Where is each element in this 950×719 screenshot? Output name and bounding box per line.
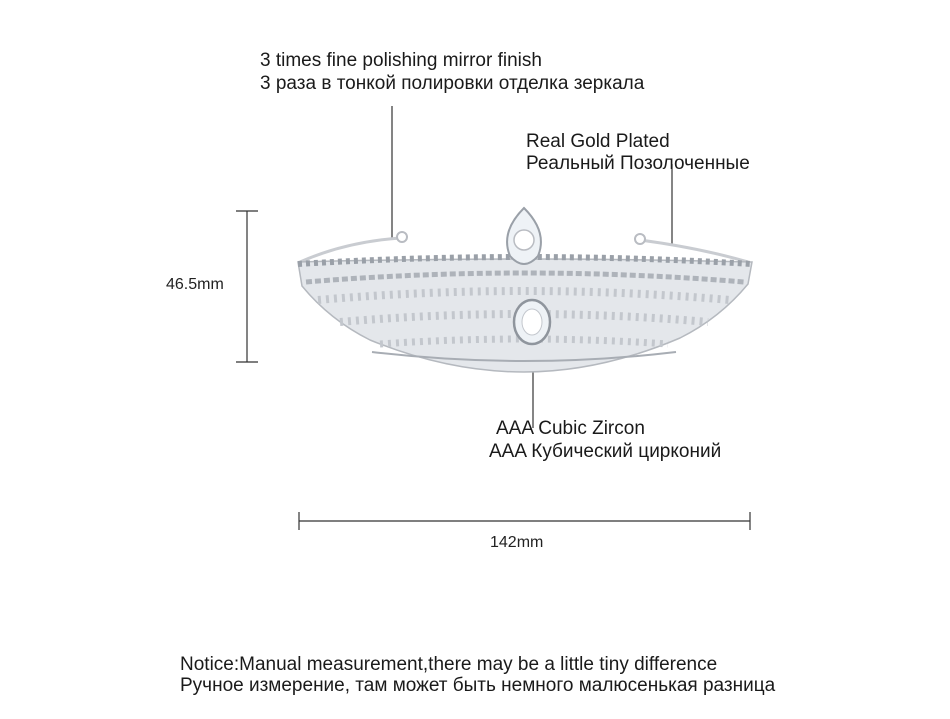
finish-label-en: 3 times fine polishing mirror finish [260, 50, 542, 71]
notice-ru: Ручное измерение, там может быть немного… [180, 675, 776, 696]
width-dimension-label: 142mm [490, 534, 544, 551]
height-dimension-label: 46.5mm [166, 276, 224, 293]
tiara-image [297, 206, 753, 373]
width-dimension-line [298, 512, 751, 530]
height-dimension-line [236, 210, 258, 363]
stone-label-ru: AAA Кубический цирконий [489, 441, 722, 462]
finish-label-ru: 3 раза в тонкой полировки отделка зеркал… [260, 73, 645, 94]
stone-label-en: AAA Cubic Zircon [496, 418, 645, 439]
plating-label-en: Real Gold Plated [526, 131, 670, 152]
plating-label-ru: Реальный Позолоченные [526, 153, 750, 174]
notice-en: Notice:Manual measurement,there may be a… [180, 654, 718, 675]
